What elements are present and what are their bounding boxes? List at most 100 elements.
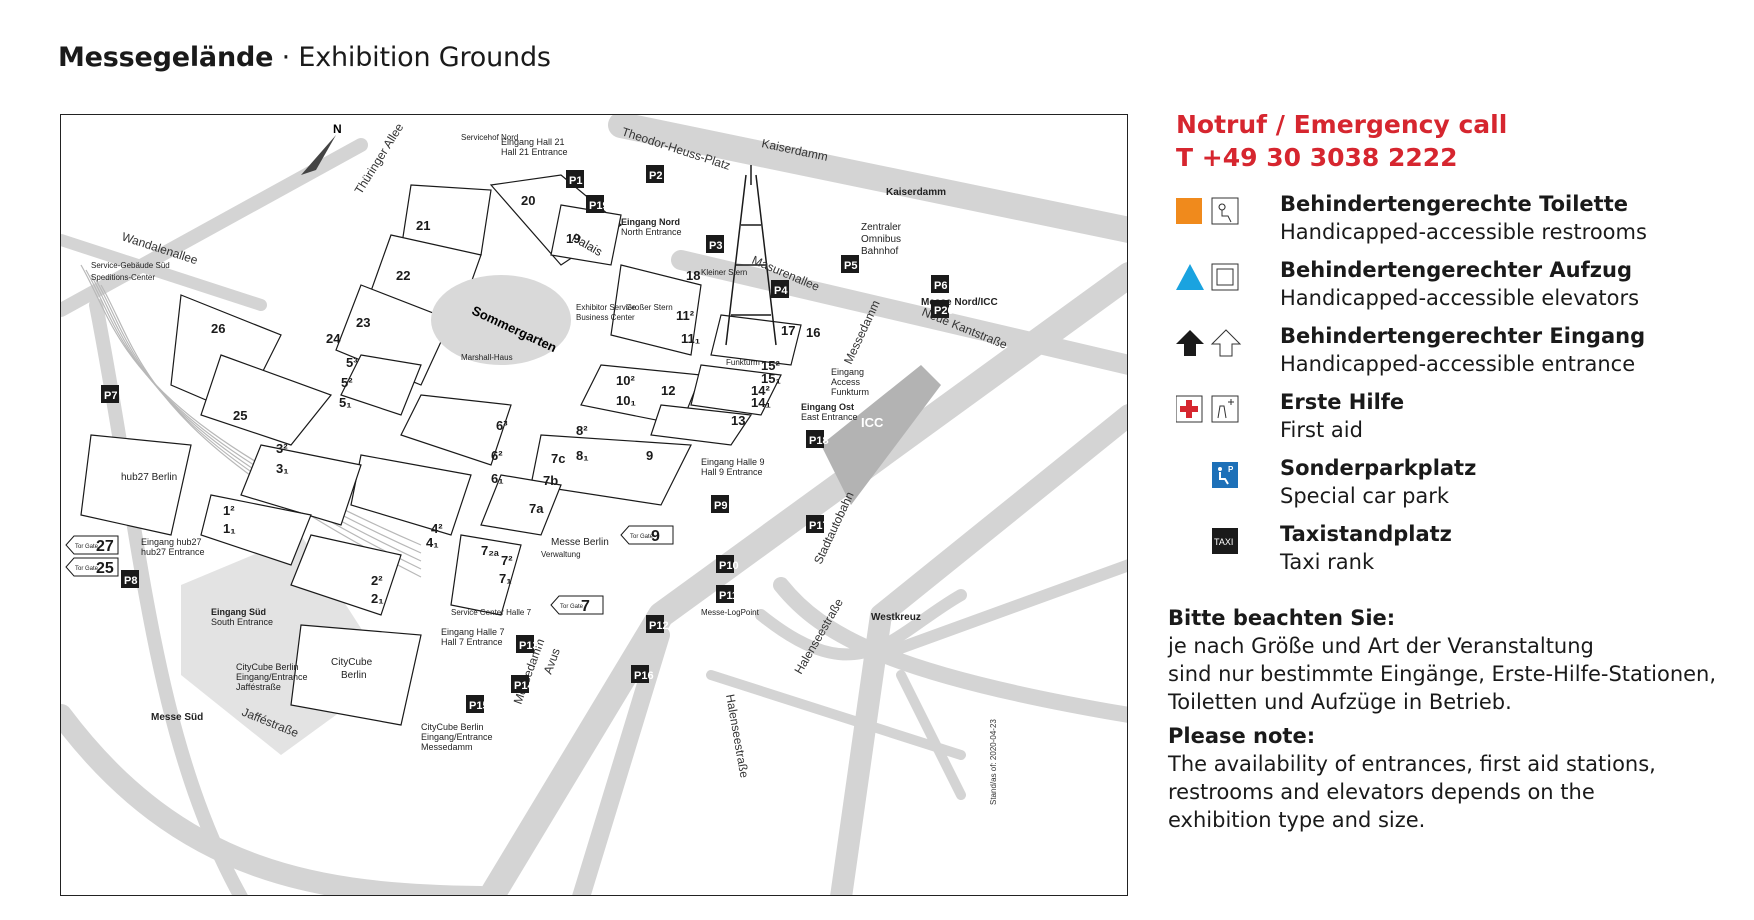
- parking-label-19: P20: [934, 305, 954, 317]
- hall-9: [530, 434, 692, 506]
- svg-text:East Entrance: East Entrance: [801, 412, 858, 422]
- svg-text:Kaiserdamm: Kaiserdamm: [886, 187, 946, 198]
- gate-sign-2: [620, 525, 674, 545]
- svg-text:CityCube Berlin: CityCube Berlin: [236, 662, 299, 672]
- entrance-arrow-icon: [1176, 326, 1286, 360]
- parking-badge-14: [466, 695, 484, 713]
- gate-number-2: 9: [651, 528, 660, 545]
- parking-label-8: P9: [714, 500, 727, 512]
- svg-text:Messedamm: Messedamm: [421, 742, 473, 752]
- hall-2: [290, 534, 402, 616]
- hall-number-20: 2²: [371, 573, 383, 588]
- svg-text:Eingang Halle 7: Eingang Halle 7: [441, 627, 505, 637]
- hall-number-33: 10²: [616, 373, 635, 388]
- note-en-text-2: restrooms and elevators depends on the: [1168, 780, 1595, 804]
- parking-label-10: P11: [719, 590, 738, 602]
- hall-25: [200, 354, 332, 446]
- svg-text:Thüringer Allee: Thüringer Allee: [352, 120, 407, 196]
- svg-text:Hall 21 Entrance: Hall 21 Entrance: [501, 147, 568, 157]
- gate-sign-3: [550, 595, 604, 615]
- icc-label: ICC: [861, 415, 884, 430]
- hall-number-6: 26: [211, 321, 225, 336]
- svg-text:Eingang/Entrance: Eingang/Entrance: [236, 672, 308, 682]
- hall-number-8: 5³: [346, 355, 358, 370]
- svg-text:Service Center Halle 7: Service Center Halle 7: [451, 608, 532, 617]
- parking-label-12: P13: [519, 640, 539, 652]
- svg-text:Bahnhof: Bahnhof: [861, 246, 898, 257]
- gate-number-0: 27: [96, 538, 114, 555]
- parking-label-7: P8: [124, 575, 137, 587]
- parking-badge-12: [516, 635, 534, 653]
- hall-number-39: 7b: [543, 473, 558, 488]
- hall-number-40: 7a: [529, 501, 544, 516]
- halls: [80, 174, 802, 726]
- hall-number-31: 13: [731, 413, 745, 428]
- svg-text:Jafféstraße: Jafféstraße: [236, 682, 281, 692]
- svg-text:Eingang: Eingang: [831, 367, 864, 377]
- hall-7: [480, 474, 562, 536]
- north-label: N: [333, 122, 342, 136]
- road-masuren: [671, 250, 1127, 375]
- road-messedamm: [478, 262, 1127, 895]
- hub27: [80, 434, 192, 536]
- hall-number-2: 21: [416, 218, 430, 233]
- emergency-phone[interactable]: T +49 30 3038 2222: [1176, 143, 1458, 172]
- svg-text:North Entrance: North Entrance: [621, 227, 682, 237]
- parking-label-11: P12: [649, 620, 669, 632]
- gate-word-3: Tor Gate: [560, 604, 584, 610]
- hall-7-2: [450, 534, 522, 616]
- parking-label-17: P18: [809, 435, 829, 447]
- svg-text:Hall 9 Entrance: Hall 9 Entrance: [701, 467, 763, 477]
- hall-5: [340, 354, 422, 416]
- restroom-icon: [1176, 194, 1286, 228]
- svg-text:Halenseestraße: Halenseestraße: [723, 693, 752, 779]
- hall-number-35: 9: [646, 448, 653, 463]
- emergency-line1: Notruf / Emergency call: [1176, 110, 1508, 139]
- parking-badge-11: [646, 615, 664, 633]
- hall-number-14: 4²: [431, 521, 443, 536]
- hall-number-36: 8²: [576, 423, 588, 438]
- hall-number-9: 5²: [341, 375, 353, 390]
- hall-number-18: 1²: [223, 503, 235, 518]
- legend-en-5: Taxi rank: [1280, 550, 1375, 574]
- svg-text:Eingang hub27: Eingang hub27: [141, 537, 202, 547]
- svg-text:Speditions-Center: Speditions-Center: [91, 273, 155, 282]
- entrance-labels: Eingang Nord North Entrance Eingang Ost …: [141, 137, 869, 752]
- svg-text:CityCube: CityCube: [331, 657, 373, 668]
- legend-de-1: Behindertengerechter Aufzug: [1280, 258, 1632, 282]
- exhibition-map[interactable]: Sommergarten ICC Thüringer Allee Wandale…: [60, 114, 1128, 896]
- taxi-sign-label: TAXI: [1214, 537, 1233, 547]
- svg-text:Marshall-Haus: Marshall-Haus: [461, 353, 513, 362]
- hall-13: [650, 404, 753, 446]
- hall-number-43: 7₂ₐ: [481, 543, 499, 558]
- legend-en-3: First aid: [1280, 418, 1363, 442]
- hall-number-3: 22: [396, 268, 410, 283]
- svg-text:Berlin: Berlin: [341, 670, 367, 681]
- disabled-parking-icon: P: [1176, 458, 1286, 492]
- parking-label-18: P19: [589, 200, 609, 212]
- hall-6: [400, 394, 512, 466]
- hall-number-27: 15²: [761, 358, 780, 373]
- hall-number-29: 14²: [751, 383, 770, 398]
- road-thueringer: [61, 138, 368, 317]
- legend-en-0: Handicapped-accessible restrooms: [1280, 220, 1647, 244]
- legend: Notruf / Emergency call T +49 30 3038 22…: [1175, 108, 1736, 586]
- svg-text:Verwaltung: Verwaltung: [541, 550, 581, 559]
- svg-text:Messe Süd: Messe Süd: [151, 712, 203, 723]
- svg-text:Funkturm: Funkturm: [831, 387, 869, 397]
- svg-text:hub27 Berlin: hub27 Berlin: [121, 472, 177, 483]
- hall-number-16: 3²: [276, 441, 288, 456]
- svg-text:Eingang Süd: Eingang Süd: [211, 607, 266, 617]
- parking-badge-8: [711, 495, 729, 513]
- page-title: Messegelände · Exhibition Grounds: [58, 42, 551, 73]
- road-wandalen: [61, 234, 267, 311]
- parking-label-2: P3: [709, 240, 722, 252]
- parking-badge-15: [631, 665, 649, 683]
- hall-number-17: 3₁: [276, 461, 289, 476]
- legend-de-2: Behindertengerechter Eingang: [1280, 324, 1646, 348]
